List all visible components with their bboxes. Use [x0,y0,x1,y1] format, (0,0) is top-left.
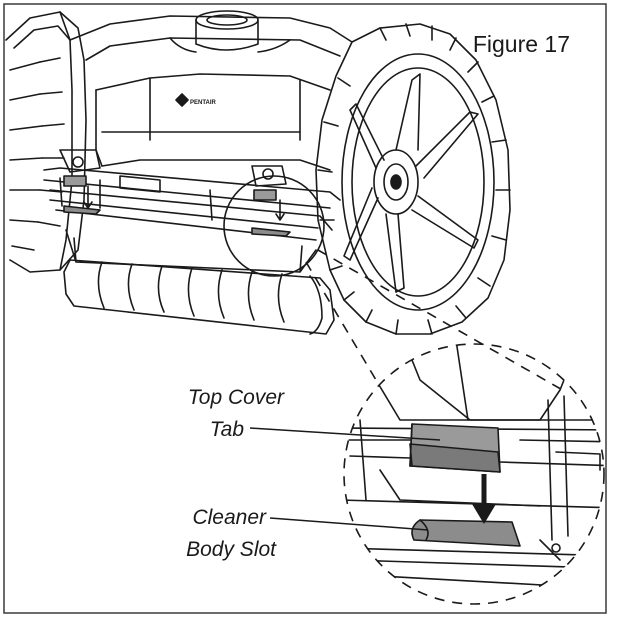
pool-cleaner-illustration: PENTAIR [5,10,511,335]
cleaner-body-slot-shape [411,519,521,547]
callout-cleaner-body-slot-line1: Cleaner [192,506,267,529]
zoom-connector-lines [305,249,567,393]
left-tab-arrow [83,185,93,209]
brand-logo-icon [175,93,189,107]
figure-frame [3,3,607,614]
callout-cleaner-body-slot-line2: Body Slot [186,538,277,561]
cleaner-housing: PENTAIR [59,10,353,187]
callout-cleaner-body-slot-leader [269,517,429,531]
figure-title: Figure 17 [473,31,570,57]
callout-top-cover-tab-line1: Top Cover [188,386,285,409]
callout-top-cover-tab-leader [249,427,441,441]
roller-brush [63,259,335,335]
left-tab [63,175,87,187]
right-tab-arrow [275,199,285,221]
lower-chassis [65,229,317,273]
top-cover-rail [43,167,341,241]
zoom-detail [343,343,605,605]
callout-top-cover-tab-line2: Tab [210,418,245,441]
right-tab [253,189,277,201]
insert-direction-arrow-icon [472,474,496,524]
top-port [195,19,259,51]
right-wheel [315,23,511,335]
callout-top-cover-tab: Top Cover Tab [188,386,441,441]
left-wheel [5,11,87,273]
callout-cleaner-body-slot: Cleaner Body Slot [186,506,429,561]
zoom-source-circle [223,175,325,277]
zoom-detail-circle [343,343,605,605]
brand-logo-text: PENTAIR [190,100,217,106]
